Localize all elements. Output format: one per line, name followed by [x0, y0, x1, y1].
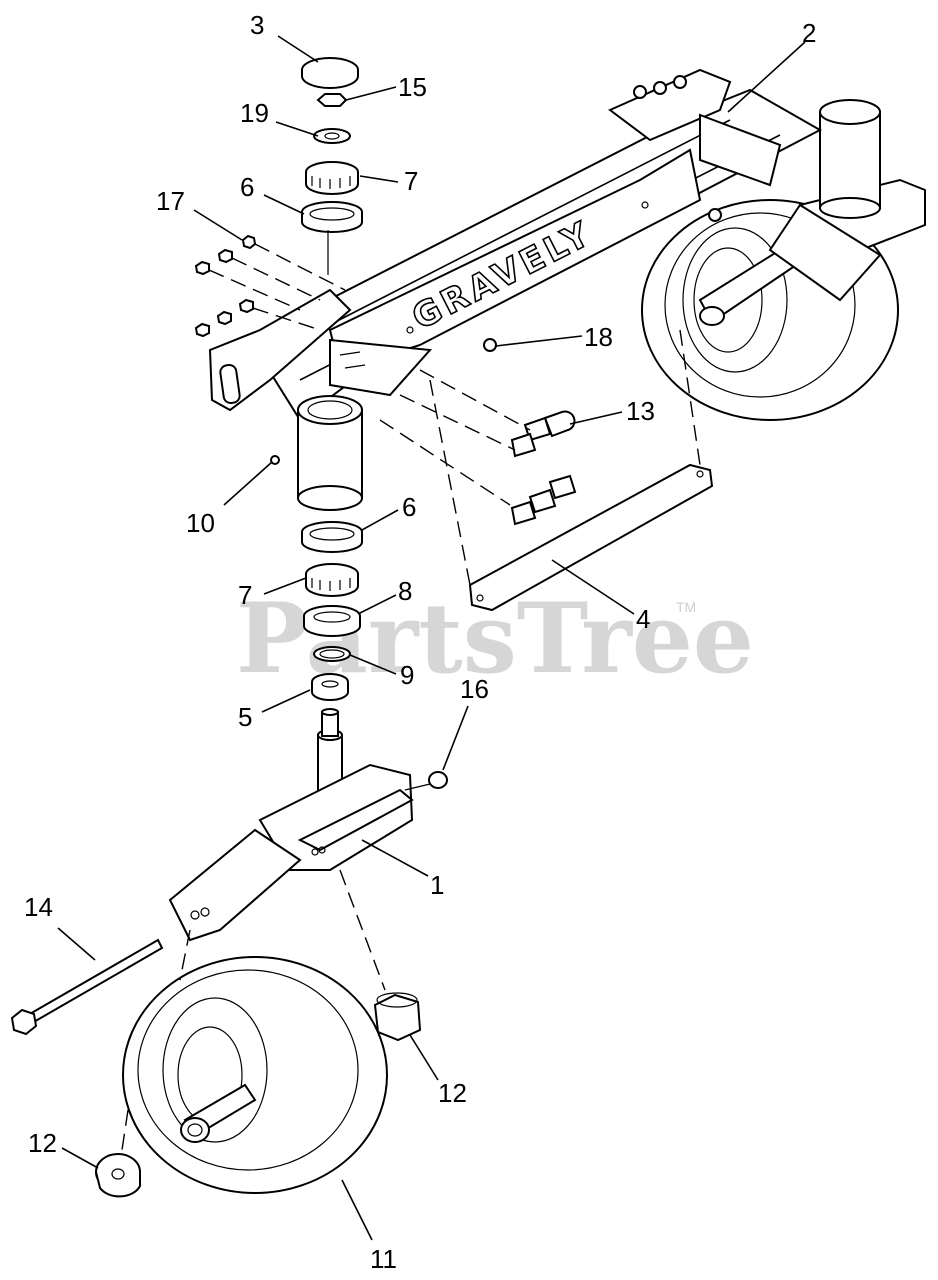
lower-bearing-stack: [301, 521, 363, 701]
cover-plate: [429, 329, 714, 612]
callout-12-left: 12: [28, 1128, 57, 1158]
callout-6-lower: 6: [402, 492, 416, 522]
callout-8: 8: [398, 576, 412, 606]
callout-15: 15: [398, 72, 427, 102]
frame-nuts: [194, 234, 346, 338]
watermark-tm: TM: [676, 599, 696, 615]
callout-labels: 3 2 15 19 7 6 17 18 13 10 6 7 8 4 9 5 16…: [24, 10, 816, 1274]
caster-fork: [168, 708, 448, 942]
callout-7-upper: 7: [404, 166, 418, 196]
callout-10: 10: [186, 508, 215, 538]
axle-bolt: [10, 938, 164, 1036]
leader-lines: [57, 35, 806, 1241]
callout-13: 13: [626, 396, 655, 426]
frame-bolts: [379, 369, 577, 526]
callout-4: 4: [636, 604, 650, 634]
upper-bearing-stack: [301, 57, 363, 275]
callout-7-lower: 7: [238, 580, 252, 610]
callout-1: 1: [430, 870, 444, 900]
callout-19: 19: [240, 98, 269, 128]
callout-6-upper: 6: [240, 172, 254, 202]
spacer-right: [373, 992, 422, 1042]
small-bolt: [483, 208, 722, 352]
callout-18: 18: [584, 322, 613, 352]
callout-9: 9: [400, 660, 414, 690]
callout-3: 3: [250, 10, 264, 40]
callout-17: 17: [156, 186, 185, 216]
callout-16: 16: [460, 674, 489, 704]
callout-5: 5: [238, 702, 252, 732]
spacer-left: [95, 1153, 141, 1198]
callout-12-right: 12: [438, 1078, 467, 1108]
callout-11: 11: [370, 1244, 397, 1274]
callout-2: 2: [802, 18, 816, 48]
right-wheel-assembly: [641, 99, 926, 421]
callout-14: 14: [24, 892, 53, 922]
front-wheel: [122, 956, 388, 1194]
pivot-tube: [270, 395, 363, 511]
